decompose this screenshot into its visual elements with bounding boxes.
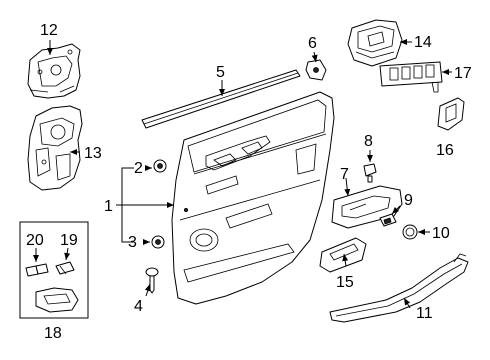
part-11-trim-strip xyxy=(329,253,469,323)
part-3-clip xyxy=(151,235,165,249)
kit-box-18 xyxy=(19,221,89,319)
part-16-trim xyxy=(437,97,465,131)
callout-18: 18 xyxy=(44,325,62,342)
callout-10: 10 xyxy=(432,225,450,242)
part-2-clip xyxy=(153,159,167,173)
part-12-bracket xyxy=(27,43,81,99)
callout-11: 11 xyxy=(416,305,433,322)
part-8-bolt xyxy=(363,163,377,183)
part-13-bracket xyxy=(27,105,83,191)
callout-17: 17 xyxy=(454,65,472,82)
part-5-weatherstrip xyxy=(141,69,301,129)
callout-2: 2 xyxy=(134,160,143,177)
callout-9: 9 xyxy=(404,192,413,209)
callout-4: 4 xyxy=(134,298,143,315)
callout-8: 8 xyxy=(364,133,373,150)
part-4-screw xyxy=(145,267,159,294)
callout-16: 16 xyxy=(436,142,454,159)
part-17-switch-bezel xyxy=(379,61,443,93)
part-10-cap xyxy=(402,224,418,240)
callout-6: 6 xyxy=(308,35,317,52)
callout-7: 7 xyxy=(340,166,349,183)
part-9-screw xyxy=(379,213,397,227)
callout-3: 3 xyxy=(128,234,137,251)
part-14-switch-assembly xyxy=(347,19,403,67)
part-1-door-trim-panel xyxy=(171,91,335,305)
callout-14: 14 xyxy=(414,34,432,51)
callout-5: 5 xyxy=(216,64,225,81)
callout-20: 20 xyxy=(26,232,44,249)
part-15-pull-cup xyxy=(319,237,367,273)
part-19-clip xyxy=(55,261,75,275)
callout-12: 12 xyxy=(40,22,58,39)
part-6-bracket xyxy=(305,59,327,81)
callout-15: 15 xyxy=(336,274,354,291)
callout-19: 19 xyxy=(60,232,78,249)
part-18-trim-piece xyxy=(35,287,79,313)
callout-13: 13 xyxy=(84,145,102,162)
callout-1: 1 xyxy=(104,198,113,215)
part-20-clip xyxy=(25,263,49,277)
